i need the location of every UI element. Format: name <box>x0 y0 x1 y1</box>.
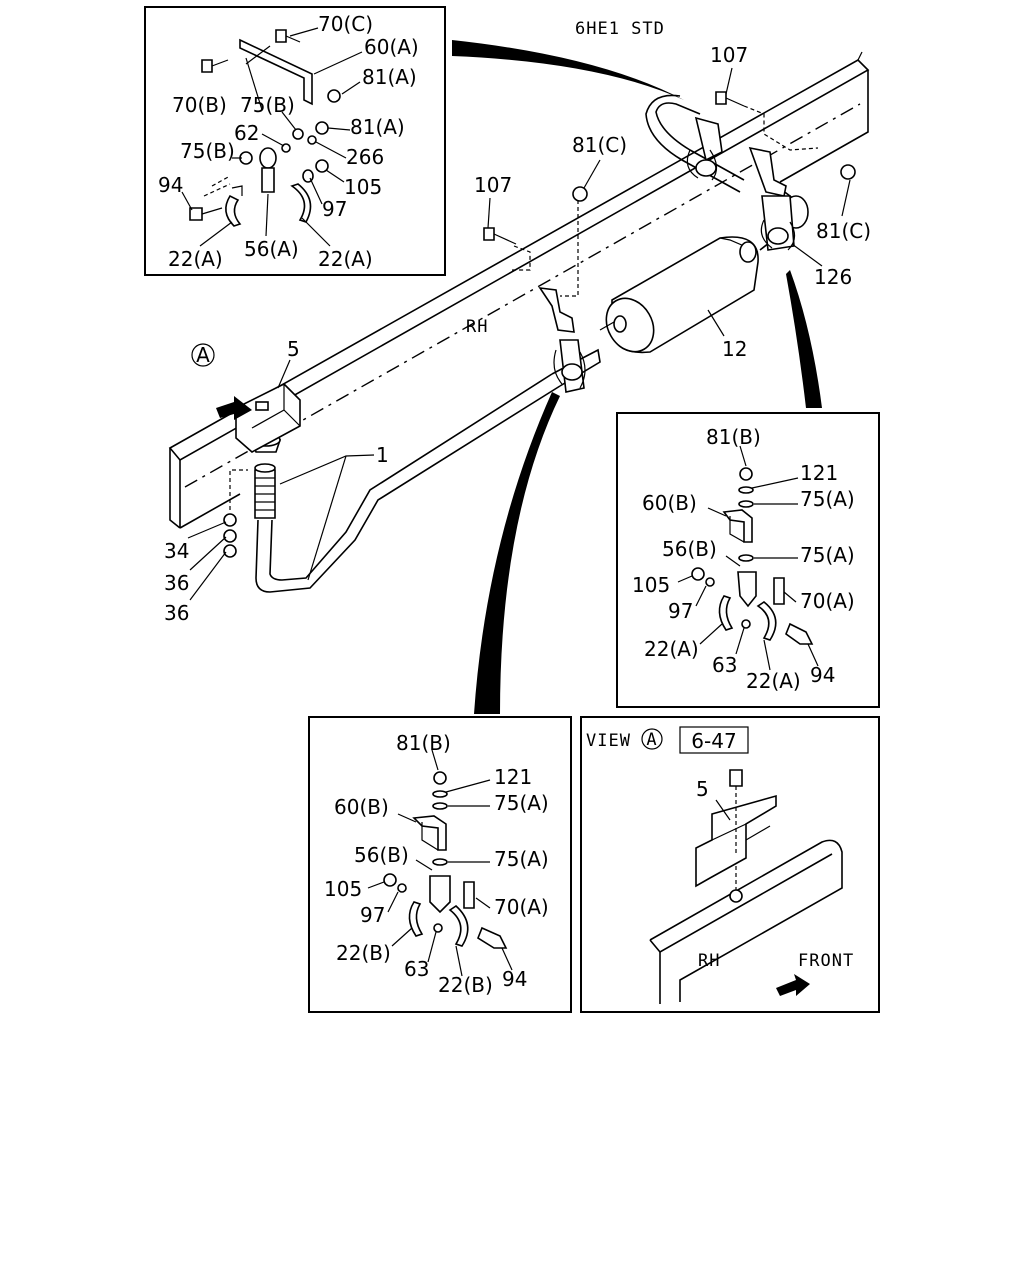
label-12: 12 <box>722 337 747 361</box>
main-leaders <box>187 67 851 601</box>
inset-right: 81(B) 121 75(A) 60(B) 56(B) 75(A) 105 70… <box>616 412 880 708</box>
inset3-label-75a-2: 75(A) <box>494 847 549 871</box>
inset2-label-60b: 60(B) <box>642 491 697 515</box>
inset2-label-22a-1: 22(A) <box>644 637 699 661</box>
inset2-label-56b: 56(B) <box>662 537 717 561</box>
frame-rail <box>168 51 870 529</box>
label-5: 5 <box>287 337 300 361</box>
inset1-label-70c: 70(C) <box>318 12 373 36</box>
inset3-label-56b: 56(B) <box>354 843 409 867</box>
inset2-label-70a: 70(A) <box>800 589 855 613</box>
inset1-label-266: 266 <box>346 145 384 169</box>
inset3-label-70a: 70(A) <box>494 895 549 919</box>
label-34: 34 <box>164 539 189 563</box>
inset3-label-105: 105 <box>324 877 362 901</box>
inset1-label-56a: 56(A) <box>244 237 299 261</box>
view-a-marker: A <box>196 343 210 367</box>
inset3-label-22b-1: 22(B) <box>336 941 391 965</box>
label-107-front: 107 <box>474 173 512 197</box>
inset1-label-62: 62 <box>234 121 259 145</box>
muffler <box>599 236 759 354</box>
inset2-label-22a-2: 22(A) <box>746 669 801 693</box>
inset1-label-94: 94 <box>158 173 183 197</box>
inset3-label-97: 97 <box>360 903 385 927</box>
inset2-label-81b: 81(B) <box>706 425 761 449</box>
inset2-label-63: 63 <box>712 653 737 677</box>
inset2-label-121: 121 <box>800 461 838 485</box>
inset2-label-97: 97 <box>668 599 693 623</box>
front-bracket <box>235 383 301 453</box>
inset3-label-60b: 60(B) <box>334 795 389 819</box>
label-1: 1 <box>376 443 389 467</box>
inset3-label-75a-1: 75(A) <box>494 791 549 815</box>
inset2-label-94: 94 <box>810 663 835 687</box>
main-assembly: A 6HE1 STD RH 107 107 81(C) 81(C) 126 12… <box>164 19 871 714</box>
label-36-a: 36 <box>164 571 189 595</box>
inset-bottom-left: 81(B) 121 75(A) 60(B) 56(B) 75(A) 105 70… <box>308 716 572 1013</box>
inset-view-a: VIEW A 6-47 5 RH FRONT <box>580 716 880 1013</box>
label-107-rear: 107 <box>710 43 748 67</box>
reference-box: 6-47 <box>691 729 736 753</box>
front-hanger <box>538 286 586 393</box>
variant-label: 6HE1 STD <box>575 19 665 39</box>
inset1-label-22a-2: 22(A) <box>318 247 373 271</box>
view-side-label: RH <box>698 951 720 971</box>
label-81c-right: 81(C) <box>816 219 871 243</box>
label-81c-top: 81(C) <box>572 133 627 157</box>
view-marker-inset: A <box>646 730 657 750</box>
label-126: 126 <box>814 265 852 289</box>
callout-arc-top <box>452 40 684 100</box>
view-label: VIEW <box>586 731 631 751</box>
view-part-label: 5 <box>696 777 709 801</box>
label-36-b: 36 <box>164 601 189 625</box>
inset1-label-105: 105 <box>344 175 382 199</box>
rear-hanger <box>686 116 796 251</box>
side-label: RH <box>466 317 488 337</box>
inset1-label-81a-1: 81(A) <box>362 65 417 89</box>
inset3-label-121: 121 <box>494 765 532 789</box>
front-label: FRONT <box>798 951 854 971</box>
front-exhaust-pipe <box>250 348 601 593</box>
inset1-label-60a: 60(A) <box>364 35 419 59</box>
callout-arc-left <box>474 392 560 714</box>
inset2-label-105: 105 <box>632 573 670 597</box>
inset3-label-94: 94 <box>502 967 527 991</box>
inset1-label-97: 97 <box>322 197 347 221</box>
callout-arc-right <box>786 270 822 408</box>
inset2-label-75a-1: 75(A) <box>800 487 855 511</box>
inset1-label-75b-2: 75(B) <box>180 139 235 163</box>
inset-top-left: 70(C) 60(A) 81(A) 70(B) 75(B) 62 81(A) 2… <box>144 6 446 276</box>
inset2-label-75a-2: 75(A) <box>800 543 855 567</box>
inset3-label-81b: 81(B) <box>396 731 451 755</box>
main-fasteners <box>223 91 856 558</box>
inset1-label-81a-2: 81(A) <box>350 115 405 139</box>
front-arrow-icon <box>776 974 810 996</box>
inset1-label-22a-1: 22(A) <box>168 247 223 271</box>
inset3-label-22b-2: 22(B) <box>438 973 493 997</box>
inset1-label-70b: 70(B) <box>172 93 227 117</box>
inset3-label-63: 63 <box>404 957 429 981</box>
view-a-arrow-icon <box>216 396 252 420</box>
inset1-label-75b-1: 75(B) <box>240 93 295 117</box>
